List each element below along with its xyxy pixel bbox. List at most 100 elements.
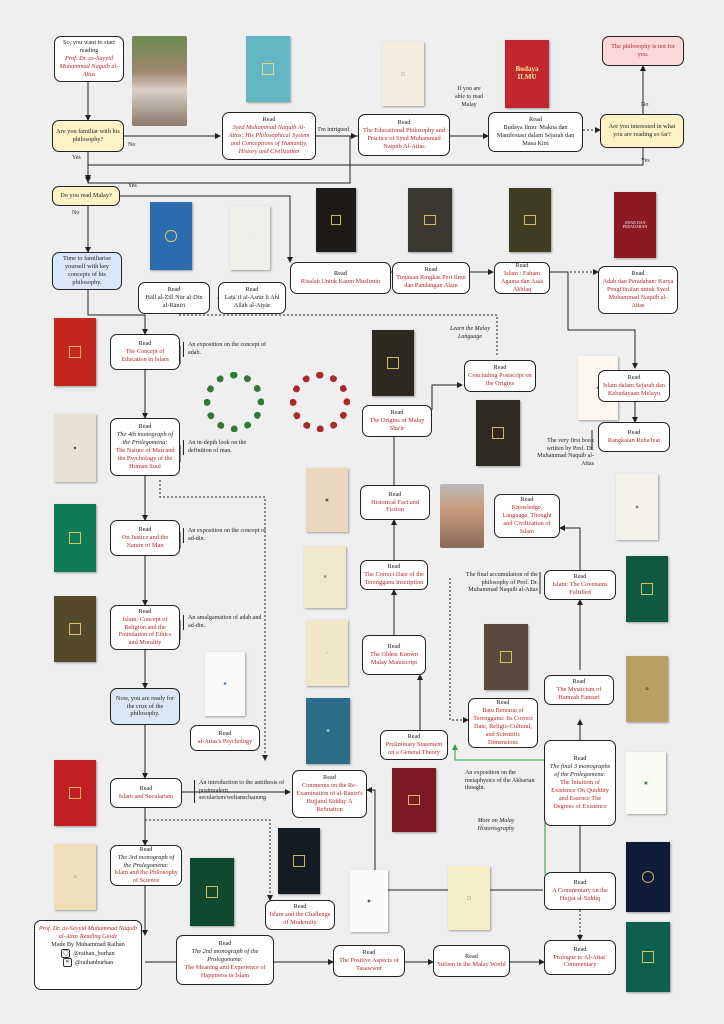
cover-commentary <box>626 842 670 912</box>
book-sufism-title: Sufism in the Malay World <box>437 961 506 968</box>
book-psychology[interactable]: Read al-Attas's Psychology <box>190 725 260 751</box>
read-label: Read <box>387 563 401 571</box>
book-secularism-title: Islam and Secularism <box>118 793 174 800</box>
author-portrait <box>132 36 187 126</box>
label-intrigued: I'm intrigued <box>318 127 349 133</box>
answer-yes-3: Yes <box>128 183 137 189</box>
book-philosophy-science[interactable]: Read The 3rd monograph of the Prolegomen… <box>110 845 182 886</box>
book-historical[interactable]: Read Historical Fact and Fiction <box>360 485 430 520</box>
book-concept-edu[interactable]: Read The Concept of Education in Islam <box>110 334 180 370</box>
cover-psychology: ✺ <box>205 652 245 716</box>
question-familiar[interactable]: Are you familiar with his philosophy? <box>52 120 124 152</box>
cover-nature-man: ◆ <box>54 414 96 482</box>
read-label: Read <box>465 953 478 961</box>
book-mysticism[interactable]: Read The Mysticism of Hamzah Fansuri <box>544 675 614 705</box>
ready-crux-text: Now, you are ready for the crux of the p… <box>115 694 175 718</box>
book-islam-faham[interactable]: Read Islam : Faham Agama dan Asas Akhlaq <box>494 262 550 294</box>
read-label: Read <box>362 949 376 957</box>
note-final-accum: The final accumulation of the philosophy… <box>462 572 538 595</box>
book-knowledge[interactable]: Read Knowledge, Language, Thought and Ci… <box>494 494 560 538</box>
book-rangkaian-title: Rangkaian Ruba'iyat <box>607 437 661 444</box>
read-label: Read <box>138 340 152 348</box>
cover-zill <box>150 202 192 270</box>
book-islam-concept[interactable]: Read Islam: Concept of Religion and the … <box>110 605 180 650</box>
read-label: Read <box>493 364 507 372</box>
cover-historical: ▣ <box>306 468 348 532</box>
book-meaning-happiness[interactable]: Read The 2nd monograph of the Prolegomen… <box>176 935 274 985</box>
book-risalah[interactable]: Read Risalah Untuk Kaum Muslimin <box>290 262 391 294</box>
book-commentary[interactable]: Read A Commentary on the Hujjat al-Siddi… <box>544 872 616 910</box>
calligraphy-seal-red <box>290 372 350 432</box>
note-final-accum-text: The final accumulation of the philosophy… <box>465 572 538 594</box>
label-if-malay: If you are able to read Malay <box>455 86 483 108</box>
cover-batu <box>484 624 528 690</box>
book-latif[interactable]: Read Laṭāʾif al-Asrār li Ahl Allāh al-Aṭ… <box>218 282 286 314</box>
cover-syed-wan <box>246 36 290 102</box>
cover-preliminary <box>392 768 436 832</box>
book-sufism[interactable]: Read Sufism in the Malay World <box>433 945 510 977</box>
book-islam-sejarah[interactable]: Read Islam dalam Sejarah dan Kebudayaan … <box>598 370 670 402</box>
cover-sufism: ◯ <box>448 866 490 930</box>
cover-final3: ▣ <box>626 752 666 814</box>
instagram-icon: ◯ <box>61 949 71 959</box>
read-label: Read <box>218 730 232 738</box>
book-tinjauan[interactable]: Read Tinjauan Ringkas Peri Ilmu dan Pand… <box>392 262 470 294</box>
read-label: Read <box>520 496 534 504</box>
book-preliminary[interactable]: Read Preliminary Statement on a General … <box>380 730 448 760</box>
credit-box: Prof. Dr. as-Sayyid Muhammad Naquib al-A… <box>34 920 142 990</box>
answer-no-1: No <box>128 142 136 148</box>
cover-oldest: ▫ <box>306 620 348 686</box>
book-prologue[interactable]: Read Prologue to Al-Attas' Commentary <box>544 940 616 975</box>
read-label: Read <box>390 409 404 417</box>
book-rangkaian[interactable]: Read Rangkaian Ruba'iyat <box>598 422 670 452</box>
book-nature-man-title: The Nature of Man and the Psychology of … <box>115 447 175 470</box>
book-nature-man-pre: The 4th monograph of the Prolegomena: <box>116 431 174 447</box>
book-oldest-title: The Oldest Known Malay Manuscript <box>370 651 418 666</box>
cover-concluding <box>476 400 520 466</box>
book-batu[interactable]: Read Batu Bersurat of Terengganu: Its Co… <box>468 698 538 748</box>
book-oldest[interactable]: Read The Oldest Known Malay Manuscript <box>362 635 426 675</box>
book-correct-date[interactable]: Read The Correct Date of the Terengganu … <box>360 560 428 590</box>
question-malay[interactable]: Do you read Malay? <box>52 186 120 206</box>
book-secularism[interactable]: Read Islam and Secularism <box>110 778 182 808</box>
book-edu-phil[interactable]: Read The Educational Philosophy and Prac… <box>358 114 450 156</box>
book-budaya[interactable]: Read Budaya Ilmu: Makna dan Manifestasi … <box>488 112 583 152</box>
answer-yes-1: Yes <box>72 155 81 161</box>
question-interested[interactable]: Are you interested in what you are readi… <box>600 114 684 148</box>
cover-latif: ⋅ <box>230 206 270 270</box>
cover-covenants <box>626 556 668 622</box>
book-adab-peradaban[interactable]: Read Adab dan Peradaban: Karya Pengi'tir… <box>598 266 678 314</box>
cover-secularism <box>54 760 96 826</box>
book-nature-man[interactable]: Read The 4th monograph of the Prolegomen… <box>110 418 180 476</box>
book-zill[interactable]: Read Ḥāll al-Ẓill Nūr al-Dīn al-Rānīrī <box>138 282 210 314</box>
read-label: Read <box>138 607 152 615</box>
book-philosophy-science-pre: The 3rd monograph of the Prolegomena: <box>117 853 175 869</box>
read-label: Read <box>139 845 153 853</box>
book-comments[interactable]: Read Comments on the Re-Examination of a… <box>292 770 367 818</box>
book-adab-peradaban-title: Adab dan Peradaban: Karya Pengi'tirafan … <box>602 278 674 309</box>
book-correct-date-title: The Correct Date of the Terengganu Inscr… <box>364 571 424 586</box>
credit-twitter-row[interactable]: ✕ @raihanburhan <box>35 958 141 968</box>
book-prologue-title: Prologue to Al-Attas' Commentary <box>553 953 607 969</box>
book-positive[interactable]: Read The Positive Aspects of Tasawwuf <box>333 945 405 977</box>
book-concept-edu-title: The Concept of Education in Islam <box>121 348 169 363</box>
read-label: Read <box>627 429 641 437</box>
book-concluding[interactable]: Read Concluding Postscript on the Origin… <box>464 360 536 392</box>
book-challenge[interactable]: Read Islam and the Challenge of Modernit… <box>265 900 335 930</box>
ready-crux-box: Now, you are ready for the crux of the p… <box>110 688 180 725</box>
credit-instagram-row[interactable]: ◯ @raihan_burhan <box>35 949 141 959</box>
book-meaning-happiness-title: The Meaning and Experience of Happiness … <box>184 963 266 979</box>
cover-origins-malay <box>372 330 414 396</box>
book-covenants[interactable]: Read Islam: The Covenants Fulfilled <box>544 570 616 600</box>
book-origins-malay[interactable]: Read The Origins of Malay Sha'ir <box>362 405 432 437</box>
read-label: Read <box>262 116 276 124</box>
read-label: Read <box>573 573 587 581</box>
cover-tinjauan <box>408 188 452 252</box>
book-syed-wan[interactable]: Read Syed Muhammad Naquib Al-Attas: His … <box>222 112 316 160</box>
book-justice[interactable]: Read On Justice and the Nature of Man <box>110 520 180 556</box>
note-din: An exposition on the concept of ad-din. <box>183 528 268 544</box>
read-label: Read <box>424 266 438 274</box>
question-familiar-text: Are you familiar with his philosophy? <box>56 128 120 143</box>
book-final3[interactable]: Read The final 3 monographs of the Prole… <box>544 740 616 826</box>
